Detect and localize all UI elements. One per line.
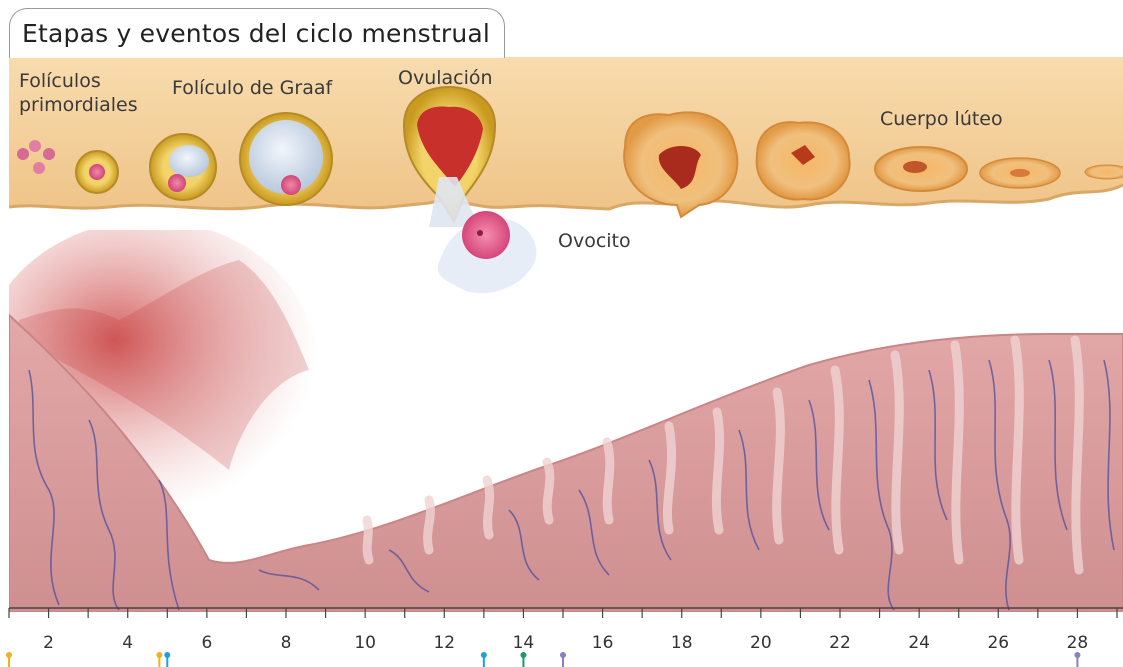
event-markers bbox=[6, 652, 1080, 667]
axis-tick-label: 12 bbox=[433, 633, 455, 653]
oocyte bbox=[462, 211, 510, 259]
axis-ticks bbox=[9, 608, 1117, 618]
label-corpus-luteum: Cuerpo lúteo bbox=[880, 107, 1003, 131]
axis-tick-label: 16 bbox=[592, 633, 614, 653]
title-tab: Etapas y eventos del ciclo menstrual bbox=[9, 8, 505, 58]
event-marker bbox=[6, 652, 12, 667]
event-marker bbox=[560, 652, 566, 667]
label-graaf-follicle: Folículo de Graaf bbox=[172, 76, 332, 100]
axis-tick-label: 26 bbox=[987, 633, 1009, 653]
axis-tick-label: 22 bbox=[829, 633, 851, 653]
axis-tick-label: 4 bbox=[122, 633, 133, 653]
axis-tick-label: 6 bbox=[201, 633, 212, 653]
label-primordial-follicles: Folículos primordiales bbox=[19, 69, 138, 117]
label-ovulation: Ovulación bbox=[398, 66, 493, 90]
event-marker bbox=[481, 652, 487, 667]
label-oocyte: Ovocito bbox=[558, 229, 631, 253]
axis-tick-label: 24 bbox=[908, 633, 930, 653]
axis-tick-label: 14 bbox=[513, 633, 535, 653]
axis-tick-label: 8 bbox=[281, 633, 292, 653]
axis-tick-label: 10 bbox=[354, 633, 376, 653]
axis-tick-label: 18 bbox=[671, 633, 693, 653]
axis-tick-label: 28 bbox=[1067, 633, 1089, 653]
day-axis: 246810121416182022242628 bbox=[0, 600, 1123, 667]
event-marker bbox=[164, 652, 170, 667]
oocyte-release bbox=[420, 200, 550, 300]
event-marker bbox=[156, 652, 162, 667]
endometrium-illustration bbox=[9, 230, 1123, 612]
event-marker bbox=[520, 652, 526, 667]
axis-tick-label: 2 bbox=[43, 633, 54, 653]
axis-tick-label: 20 bbox=[750, 633, 772, 653]
axis-tick-labels: 246810121416182022242628 bbox=[43, 633, 1088, 653]
event-marker bbox=[1074, 652, 1080, 667]
page-title: Etapas y eventos del ciclo menstrual bbox=[22, 19, 490, 48]
